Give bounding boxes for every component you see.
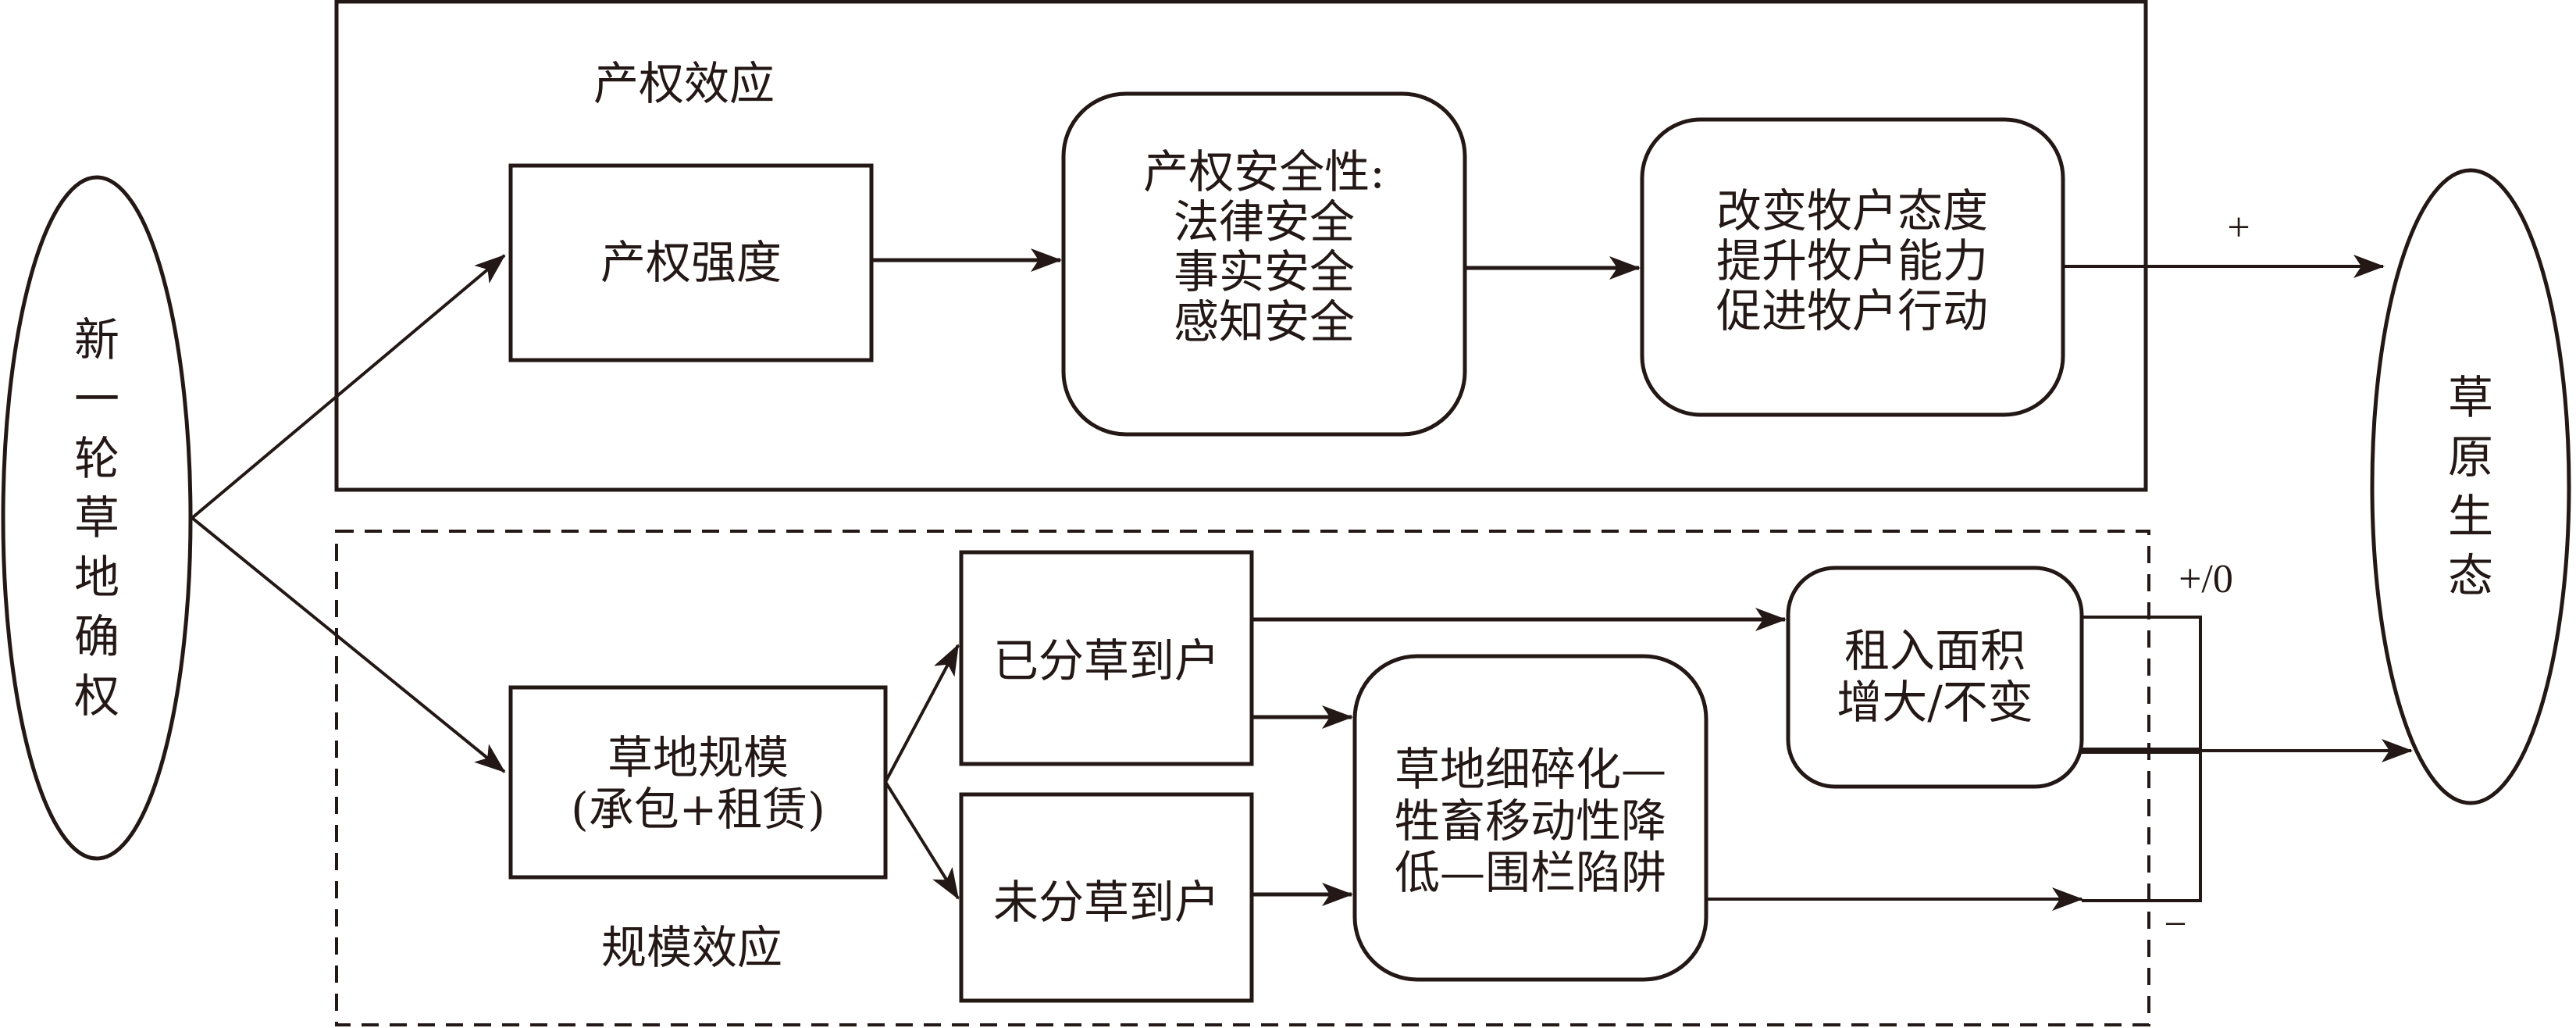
sign-positive: + [2227, 205, 2250, 250]
edge-source-to-scale [191, 516, 506, 773]
node-fragmentation-label: 草地细碎化—牲畜移动性降低—围栏陷阱 [1395, 743, 1666, 899]
node-allocated: 已分草到户 [959, 550, 1254, 766]
effect-bracket [2082, 616, 2202, 902]
scale-group-title: 规模效应 [601, 921, 782, 974]
edge-source-to-intensity [191, 254, 506, 519]
text-char: 轮 [74, 432, 119, 485]
source-node-label: 新一轮草地确权 [74, 313, 119, 723]
text-line: 牲畜移动性降 [1395, 794, 1666, 848]
text-char: 原 [2448, 430, 2493, 484]
text-line: 法律安全 [1174, 195, 1355, 248]
node-rented-area: 租入面积增大/不变 [1786, 566, 2084, 789]
text-line: 租入面积 [1844, 624, 2026, 677]
text-line: 低—围栏陷阱 [1395, 846, 1666, 899]
text-line: 改变牧户态度 [1716, 184, 1988, 237]
text-line: 感知安全 [1174, 295, 1355, 348]
node-rented-area-label: 租入面积增大/不变 [1837, 624, 2033, 729]
scale-group: 规模效应 草地规模(承包+租赁) 已分草到户 未分草到户 草地细碎化—牲畜移动性… [335, 530, 2150, 1026]
text-char: 一 [74, 373, 119, 426]
target-node-label: 草原生态 [2448, 371, 2493, 602]
node-allocated-label: 已分草到户 [993, 634, 1220, 687]
property-rights-title: 产权效应 [593, 57, 775, 110]
node-property-security: 产权安全性:法律安全事实安全感知安全 [1061, 91, 1467, 437]
node-not-allocated: 未分草到户 [959, 792, 1254, 1003]
text-char: 新 [74, 313, 119, 366]
text-char: 地 [74, 551, 119, 604]
text-char: 态 [2448, 549, 2493, 602]
node-property-intensity: 产权强度 [508, 163, 874, 362]
sign-negative: − [2164, 902, 2186, 947]
node-property-intensity-label: 产权强度 [600, 236, 782, 289]
edge-scale-to-allocated [884, 644, 960, 783]
node-fragmentation: 草地细碎化—牲畜移动性降低—围栏陷阱 [1352, 654, 1708, 982]
node-herder-effects-label: 改变牧户态度提升牧户能力促进牧户行动 [1716, 184, 1988, 337]
node-grassland-scale: 草地规模(承包+租赁) [508, 685, 888, 880]
source-node: 新一轮草地确权 [1, 175, 193, 861]
property-rights-group: 产权效应 产权强度 产权安全性:法律安全事实安全感知安全 改变牧户态度提升牧户能… [334, 0, 2148, 492]
text-line: 事实安全 [1174, 245, 1355, 298]
text-char: 草 [74, 491, 119, 544]
text-char: 草 [2448, 371, 2493, 424]
text-line: 增大/不变 [1837, 676, 2033, 729]
edge-scale-to-not-allocated [884, 780, 960, 900]
text-line: 草地规模 [607, 731, 789, 784]
text-line: 产权安全性: [1143, 145, 1385, 198]
text-char: 生 [2448, 490, 2493, 543]
target-node: 草原生态 [2370, 168, 2571, 805]
text-line: 促进牧户行动 [1716, 284, 1988, 337]
node-not-allocated-label: 未分草到户 [993, 876, 1220, 929]
text-char: 权 [74, 669, 119, 723]
text-char: 确 [74, 610, 119, 663]
sign-positive-or-zero: +/0 [2179, 557, 2233, 601]
node-grassland-scale-label: 草地规模(承包+租赁) [571, 731, 825, 836]
text-line: 提升牧户能力 [1716, 234, 1988, 287]
text-line: (承包+租赁) [571, 783, 825, 836]
text-line: 草地细碎化— [1395, 743, 1666, 796]
node-property-security-label: 产权安全性:法律安全事实安全感知安全 [1143, 145, 1385, 348]
node-herder-effects: 改变牧户态度提升牧户能力促进牧户行动 [1640, 117, 2065, 417]
